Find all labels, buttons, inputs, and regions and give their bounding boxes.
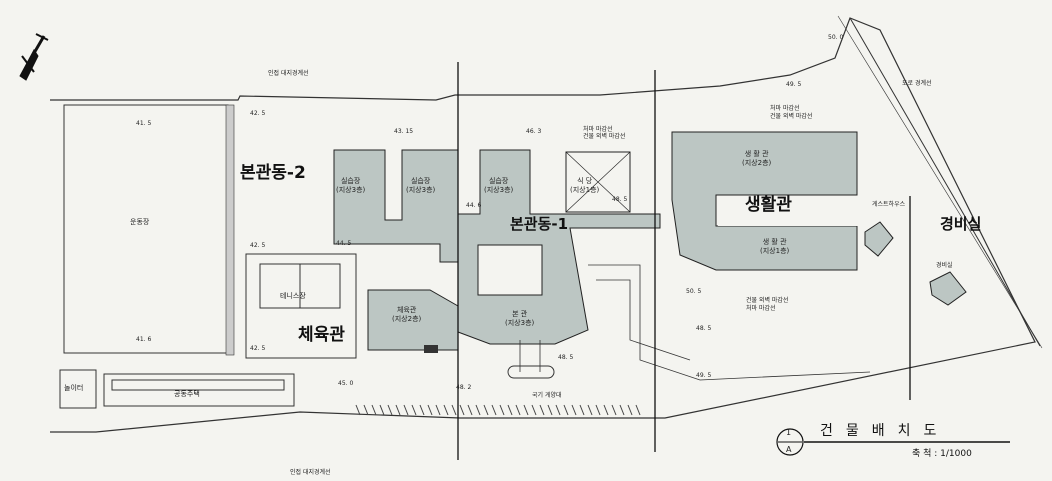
tennis-label: 테니스장: [280, 292, 306, 300]
elevation-mark: 46. 3: [526, 128, 542, 135]
elevation-mark: 42. 5: [250, 345, 266, 352]
road-boundary-label: 도로 경계선: [902, 80, 932, 87]
main-building-2-label: 본관동-2: [240, 163, 306, 183]
elevation-mark: 49. 5: [696, 372, 712, 379]
practice-3-label: 실습장(지상3층): [484, 177, 514, 194]
adjacent-boundary-top: 인접 대지경계선: [268, 70, 309, 77]
guard-small-label: 경비실: [936, 262, 953, 269]
drawing-title: 건물배치도: [820, 423, 950, 439]
elevation-mark: 41. 5: [136, 120, 152, 127]
gymnasium-label: 체육관: [298, 325, 345, 345]
sports-field: [63, 104, 229, 354]
playground-label: 놀이터: [64, 384, 84, 392]
wall-label: 건물 외벽 마감선: [746, 297, 789, 304]
main-building-1-label: 본관동-1: [510, 215, 569, 233]
cafeteria-label: 식 당(지상1층): [570, 177, 600, 194]
elevation-mark: 50. 5: [686, 288, 702, 295]
section-symbol-number: 1: [786, 428, 792, 437]
eave-label: 처마 마감선: [746, 305, 776, 312]
elevation-mark: 48. 5: [558, 354, 574, 361]
parking-hatch: [355, 404, 641, 416]
access-road: [519, 264, 871, 381]
elevation-mark: 50. 0: [828, 34, 844, 41]
wall-label: 건물 외벽 마감선: [770, 113, 813, 120]
eave-label: 처마 마감선: [583, 126, 613, 133]
guesthouse-label: 게스트하우스: [872, 201, 906, 208]
dorm-top-label: 생 활 관(지상2층): [742, 150, 772, 167]
tennis-court-area: [245, 253, 357, 359]
elevation-mark: 41. 6: [136, 336, 152, 343]
elevation-mark: 43. 15: [394, 128, 414, 135]
adjacent-boundary-bottom: 인접 대지경계선: [290, 469, 331, 476]
elevation-mark: 42. 5: [250, 242, 266, 249]
elevation-mark: 44. 5: [336, 240, 352, 247]
section-symbol-icon: [776, 428, 804, 456]
dorm-bottom-label: 생 활 관(지상1층): [760, 238, 790, 255]
flagpole-label: 국기 게양대: [532, 392, 562, 399]
housing-label: 공동주택: [174, 390, 200, 398]
shared-housing-block: [103, 373, 295, 407]
elevation-mark: 48. 5: [612, 196, 628, 203]
dormitory-label: 생활관: [745, 195, 792, 215]
guard-office-label: 경비실: [940, 215, 982, 233]
elevation-mark: 42. 5: [250, 110, 266, 117]
north-arrow-icon: [19, 33, 49, 81]
elevation-mark: 48. 2: [456, 384, 472, 391]
elevation-mark: 44. 6: [466, 202, 482, 209]
elevation-mark: 45. 0: [338, 380, 354, 387]
courtyard: [477, 244, 543, 296]
field-label: 운동장: [130, 218, 150, 226]
main-hall-label: 본 관(지상3층): [505, 310, 535, 327]
guesthouse-building: [864, 221, 894, 257]
guard-office-building: [929, 271, 967, 306]
drawing-scale: 축 척 : 1/1000: [912, 449, 972, 459]
gym-label: 체육관(지상2층): [392, 306, 422, 323]
road-boundary: [849, 17, 1041, 347]
elevation-mark: 49. 5: [786, 81, 802, 88]
section-symbol-letter: A: [786, 445, 792, 454]
wall-label: 건물 외벽 마감선: [583, 133, 626, 140]
practice-2-label: 실습장(지상3층): [406, 177, 436, 194]
flagpole-base: [507, 365, 555, 379]
practice-1-label: 실습장(지상3층): [336, 177, 366, 194]
eave-label: 처마 마감선: [770, 105, 800, 112]
elevation-mark: 48. 5: [696, 325, 712, 332]
site-boundary: [50, 17, 1036, 433]
